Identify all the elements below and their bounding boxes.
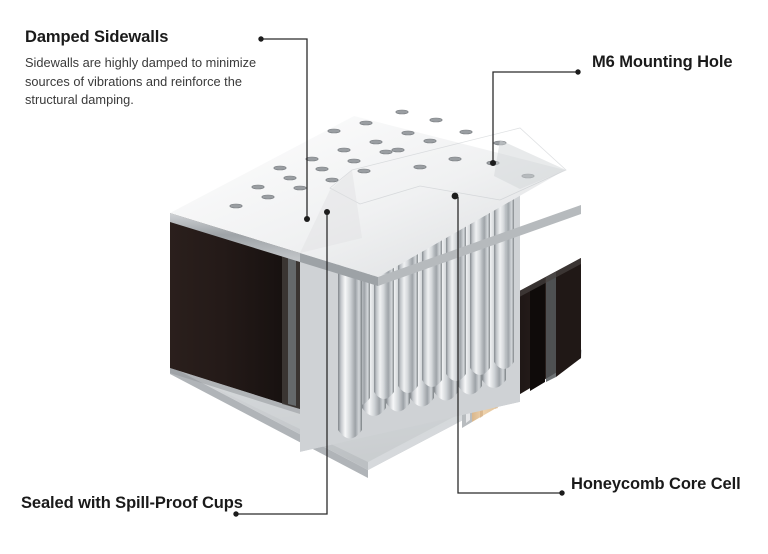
dot-damped-sidewalls-label [258, 36, 264, 42]
dot-honeycomb-label [559, 490, 565, 496]
right-damped-sidewall [510, 258, 581, 400]
leader-lines [236, 38, 578, 515]
dot-spill-proof-anchor [324, 209, 330, 215]
dot-m6-label [575, 69, 581, 75]
dot-spill-proof-label [233, 511, 239, 517]
leader-dots [233, 36, 581, 517]
callout-m6-mounting-hole: M6 Mounting Hole [592, 53, 733, 82]
leader-spill-proof-cups [236, 212, 328, 515]
leader-damped-sidewalls [261, 38, 308, 219]
callout-m6-mounting-hole-title: M6 Mounting Hole [592, 53, 733, 71]
callout-honeycomb-core-cell-title: Honeycomb Core Cell [571, 475, 741, 493]
callout-sealed-with-spill-proof-cups-title: Sealed with Spill-Proof Cups [21, 494, 243, 512]
top-plate-cut-lip [300, 140, 566, 253]
callout-damped-sidewalls-title: Damped Sidewalls [25, 28, 169, 46]
top-plate [170, 109, 581, 286]
callout-sealed-with-spill-proof-cups: Sealed with Spill-Proof Cups [21, 494, 243, 523]
leader-honeycomb-core-cell [457, 197, 562, 494]
dot-m6-anchor [490, 160, 496, 166]
dot-damped-sidewalls-anchor [304, 216, 310, 222]
dot-honeycomb-anchor [451, 192, 459, 200]
mounting-hole-grid [229, 109, 535, 209]
leader-m6-mounting-hole [492, 71, 578, 163]
callout-damped-sidewalls-body: Sidewalls are highly damped to minimize … [25, 54, 257, 108]
callout-damped-sidewalls: Damped Sidewalls Sidewalls are highly da… [25, 28, 257, 110]
callout-honeycomb-core-cell: Honeycomb Core Cell [571, 475, 741, 504]
